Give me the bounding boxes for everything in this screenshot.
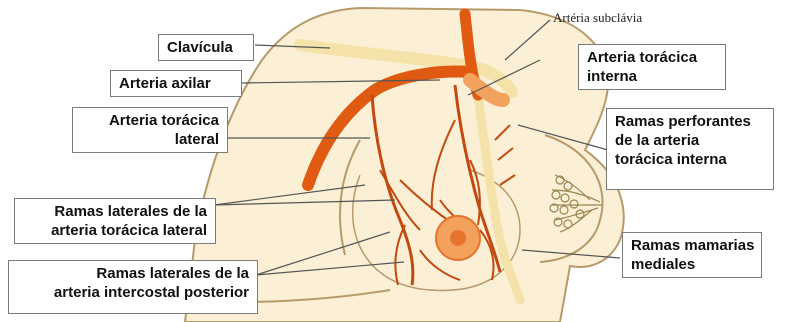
- label-clavicula: Clavícula: [158, 34, 254, 61]
- label-ramas-laterales-intercostal-line2: arteria intercostal posterior: [17, 283, 249, 302]
- label-arteria-axilar: Arteria axilar: [110, 70, 242, 97]
- label-ramas-perforantes-line3: torácica interna: [615, 150, 765, 169]
- label-ramas-mamarias-line2: mediales: [631, 255, 753, 274]
- label-toracica-interna-line1: Arteria torácica: [587, 48, 717, 67]
- nipple: [450, 230, 466, 246]
- label-ramas-laterales-intercostal-line1: Ramas laterales de la: [17, 264, 249, 283]
- label-arteria-axilar-text: Arteria axilar: [119, 75, 211, 92]
- label-ramas-mamarias: Ramas mamarias mediales: [622, 232, 762, 278]
- label-ramas-perforantes-line1: Ramas perforantes: [615, 112, 765, 131]
- label-ramas-laterales-toracica: Ramas laterales de la arteria torácica l…: [14, 198, 216, 244]
- label-subclavia: Artéria subclávia: [553, 10, 642, 26]
- label-ramas-mamarias-line1: Ramas mamarias: [631, 236, 753, 255]
- label-toracica-lateral-line2: lateral: [81, 130, 219, 149]
- label-toracica-interna-line2: interna: [587, 67, 717, 86]
- label-toracica-lateral: Arteria torácica lateral: [72, 107, 228, 153]
- label-ramas-laterales-toracica-line2: arteria torácica lateral: [23, 221, 207, 240]
- label-ramas-laterales-intercostal: Ramas laterales de la arteria intercosta…: [8, 260, 258, 314]
- label-toracica-lateral-line1: Arteria torácica: [81, 111, 219, 130]
- label-ramas-perforantes-line2: de la arteria: [615, 131, 765, 150]
- label-ramas-laterales-toracica-line1: Ramas laterales de la: [23, 202, 207, 221]
- label-toracica-interna: Arteria torácica interna: [578, 44, 726, 90]
- label-ramas-perforantes: Ramas perforantes de la arteria torácica…: [606, 108, 774, 190]
- label-clavicula-text: Clavícula: [167, 39, 233, 56]
